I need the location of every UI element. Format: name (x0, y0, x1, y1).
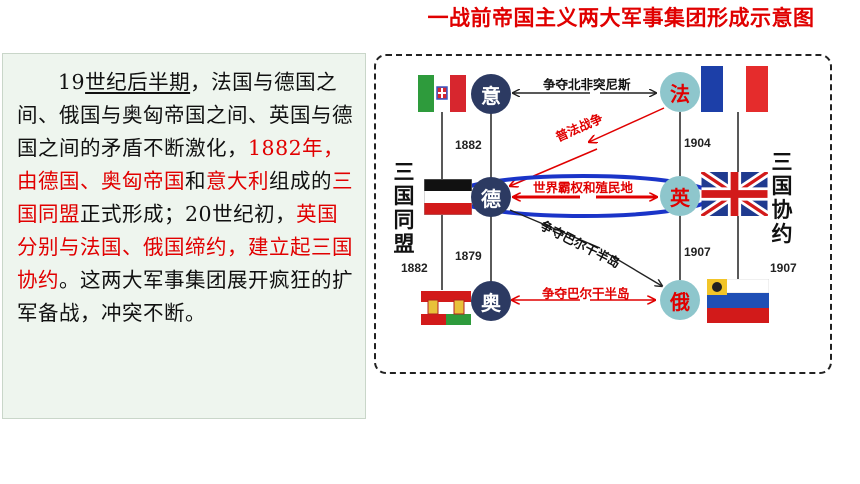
node-italy: 意 (471, 74, 511, 114)
text-segment-underlined: 世纪后半期 (85, 70, 191, 94)
text-segment: 正式形成；20世纪初， (80, 202, 297, 226)
text-segment: 组成的 (269, 169, 332, 193)
diagram-title: 一战前帝国主义两大军事集团形成示意图 (427, 6, 815, 30)
russia-flag-icon (707, 279, 769, 323)
arrow-germany-russia-b (604, 251, 662, 286)
paragraph: 19世纪后半期，法国与德国之间、俄国与奥匈帝国之间、英国与德国之间的矛盾不断激化… (17, 66, 353, 330)
alliance-left-title: 三国同盟 (393, 160, 415, 256)
year-britain-russia: 1907 (684, 245, 711, 259)
text-segment: ，法国与德国之间、俄国与奥匈帝国之间、英国与德国之间的矛盾不断激化， (17, 70, 353, 160)
text-card: 19世纪后半期，法国与德国之间、俄国与奥匈帝国之间、英国与德国之间的矛盾不断激化… (2, 53, 366, 419)
britain-flag-icon (701, 172, 768, 216)
arrow-germany-russia-a (509, 209, 601, 249)
node-france: 法 (660, 72, 700, 112)
node-austria: 奥 (471, 281, 511, 321)
austria-hungary-flag-icon (421, 291, 471, 325)
alliance-right-title: 三国协约 (771, 150, 793, 246)
text-segment: 。这两大军事集团展开疯狂的扩军备战，冲突不断。 (17, 268, 353, 325)
node-britain: 英 (660, 176, 700, 216)
year-germany-austria: 1879 (455, 249, 482, 263)
label-north-africa: 争夺北非突尼斯 (543, 77, 631, 92)
text-segment: 19 (58, 70, 86, 94)
diagram-frame (374, 54, 832, 374)
year-france-russia: 1907 (770, 261, 797, 275)
node-germany: 德 (471, 177, 511, 217)
label-world-hegemony: 世界霸权和殖民地 (533, 180, 634, 195)
text-segment: 和 (185, 169, 206, 193)
arrow-franco-prussian-a (589, 107, 665, 142)
year-italy-austria: 1882 (401, 261, 428, 275)
label-balkans-bottom: 争夺巴尔干半岛 (542, 286, 630, 301)
year-italy-germany: 1882 (455, 138, 482, 152)
node-russia: 俄 (660, 280, 700, 320)
year-france-britain: 1904 (684, 136, 711, 150)
text-segment-red: 1882年，由德国、奥匈帝国 (17, 136, 345, 193)
text-segment-red: 三国同盟 (17, 169, 353, 226)
italy-flag-icon (418, 75, 466, 112)
text-segment-red: 意大利 (206, 169, 269, 193)
france-flag-icon (701, 66, 768, 112)
text-segment-red: 英国分别与法国、俄国缔约，建立起三国协约 (17, 202, 353, 292)
germany-flag-icon (424, 179, 472, 215)
